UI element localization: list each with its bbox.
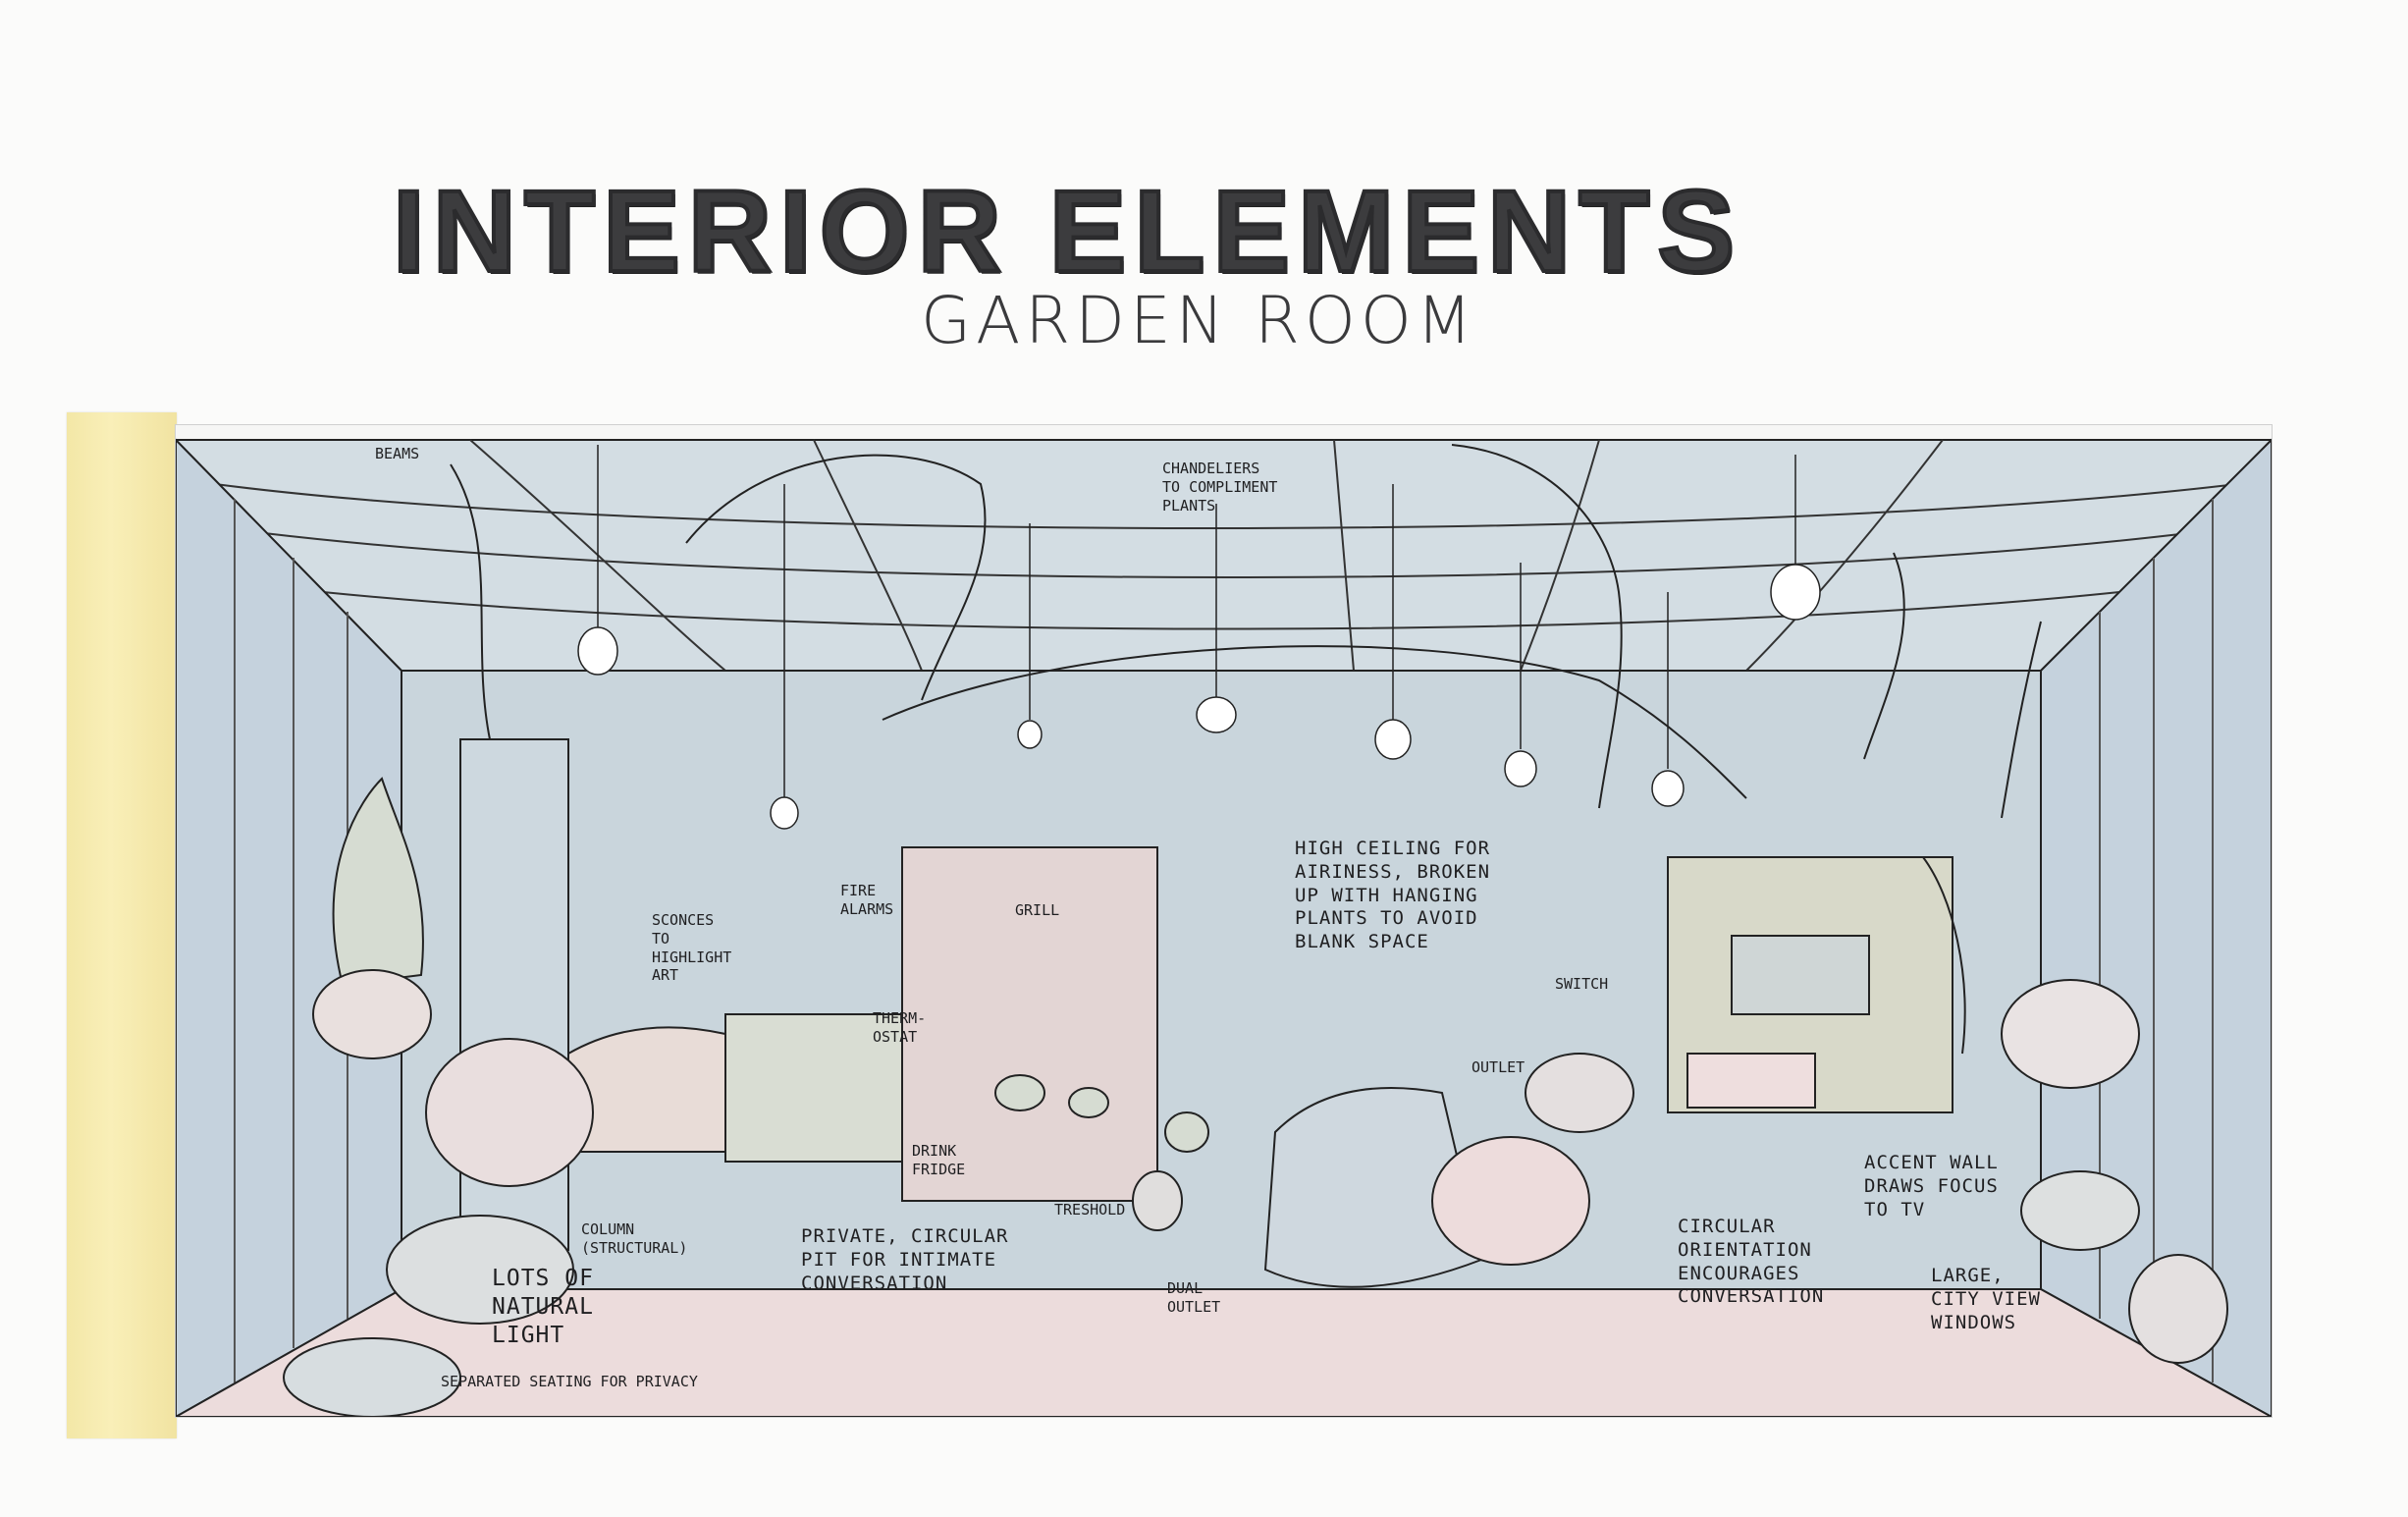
dual-outlet-annotation: DUAL OUTLET [1167, 1279, 1221, 1316]
separated-seating-annotation: SEPARATED SEATING FOR PRIVACY [441, 1373, 698, 1390]
page-title: INTERIOR ELEMENTS [391, 165, 1743, 298]
chandeliers-annotation: CHANDELIERS TO COMPLIMENT PLANTS [1162, 460, 1278, 515]
doorway [901, 846, 1158, 1202]
natural-light-annotation: LOTS OF NATURAL LIGHT [492, 1266, 594, 1348]
private-pit-annotation: PRIVATE, CIRCULAR PIT FOR INTIMATE CONVE… [801, 1225, 1009, 1294]
side-stool [2128, 1254, 2228, 1364]
hanging-vines [450, 444, 2042, 819]
outlet-annotation: OUTLET [1472, 1058, 1525, 1076]
tv [1731, 935, 1870, 1015]
masking-tape-strip [67, 412, 177, 1438]
round-chair [1525, 1053, 1634, 1133]
fire-alarms-annotation: FIRE ALARMS [840, 882, 894, 918]
sconces-annotation: SCONCES TO HIGHLIGHT ART [652, 911, 732, 985]
potted-plants [312, 777, 1966, 1231]
ceiling-beams [214, 439, 2238, 672]
circular-orientation-annotation: CIRCULAR ORIENTATION ENCOURAGES CONVERSA… [1678, 1216, 1825, 1308]
lower-left-chair [386, 1215, 574, 1325]
high-ceiling-annotation: HIGH CEILING FOR AIRINESS, BROKEN UP WIT… [1295, 838, 1491, 952]
foreground-chair [283, 1337, 461, 1417]
right-lower-chair [2020, 1170, 2140, 1251]
right-armchair [2001, 979, 2140, 1089]
left-armchair [425, 1038, 594, 1187]
switch-annotation: SWITCH [1555, 975, 1609, 993]
daybed [1686, 1053, 1816, 1109]
garden-room-sketch: BEAMS CHANDELIERS TO COMPLIMENT PLANTS S… [175, 424, 2273, 1418]
column-annotation: COLUMN (STRUCTURAL) [581, 1220, 688, 1257]
thermostat-annotation: THERM- OSTAT [873, 1009, 927, 1046]
drink-fridge-annotation: DRINK FRIDGE [912, 1142, 966, 1178]
accent-wall-annotation: ACCENT WALL DRAWS FOCUS TO TV [1864, 1152, 1999, 1220]
round-ottoman [1431, 1136, 1590, 1266]
beams-annotation: BEAMS [375, 445, 420, 462]
conversation-pit [567, 1026, 726, 1153]
planter-box [724, 1013, 903, 1163]
pendant-lights [577, 445, 1821, 830]
page-subtitle: GARDEN ROOM [921, 283, 1477, 358]
city-windows-annotation: LARGE, CITY VIEW WINDOWS [1931, 1265, 2041, 1333]
room-illustration [176, 438, 2272, 1417]
grill-annotation: GRILL [1015, 901, 1060, 919]
floor [176, 1288, 2272, 1417]
treshold-annotation: TRESHOLD [1054, 1201, 1126, 1219]
